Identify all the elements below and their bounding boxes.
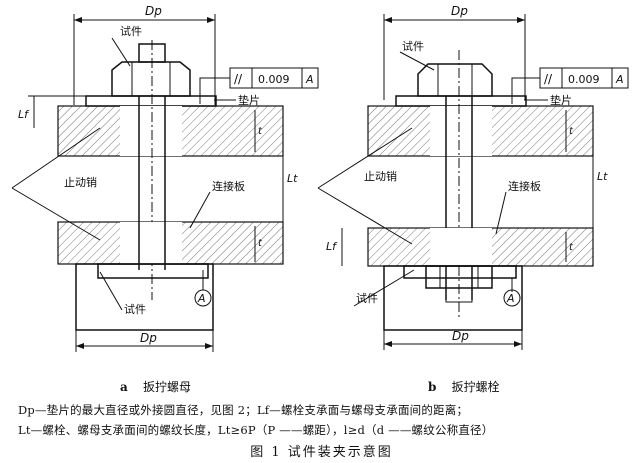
panel-b-flatness-datum: A — [615, 73, 624, 86]
legend-line-2: Lt—螺栓、螺母支承面间的螺纹长度，Lt≥6P（P ——螺距），l≥d（d ——… — [18, 423, 494, 437]
panel-a-t-top-label: t — [258, 126, 263, 137]
panel-b-caption-letter: b — [428, 380, 437, 394]
panel-b-lf-label: Lf — [326, 240, 338, 253]
figure-title: 图 1 试件装夹示意图 — [250, 445, 393, 460]
panel-b-plate-label: 连接板 — [508, 179, 541, 193]
panel-b-dp-top-label: Dp — [451, 4, 468, 18]
panel-a-dp-bottom-label: Dp — [140, 331, 157, 345]
panel-b-t-top-label: t — [569, 126, 574, 137]
panel-b-drawing: Dp t t Lt Lf — [317, 4, 629, 350]
panel-a-caption: a 扳拧螺母 — [120, 378, 191, 395]
panel-a-plate-label: 连接板 — [212, 179, 245, 193]
panel-a-drawing: Dp t t Lt Lf — [11, 4, 319, 352]
panel-a-t-bottom-label: t — [258, 238, 263, 249]
panel-b-caption-text: 扳拧螺栓 — [451, 380, 500, 394]
panel-a-caption-text: 扳拧螺母 — [143, 380, 192, 394]
panel-a-specimen-bottom-label: 试件 — [124, 303, 146, 316]
panel-b-specimen-top-label: 试件 — [402, 40, 424, 53]
panel-b-flatness-value: 0.009 — [568, 73, 600, 86]
panel-b-pin-label: 止动销 — [364, 169, 397, 183]
panel-b-washer-label: 垫片 — [550, 93, 572, 107]
panel-a-lt-label: Lt — [287, 172, 298, 185]
panel-a-washer-label: 垫片 — [238, 93, 260, 107]
panel-a-lf-label: Lf — [18, 108, 30, 121]
panel-a-caption-letter: a — [120, 380, 128, 394]
panel-b-caption: b 扳拧螺栓 — [428, 378, 500, 395]
legend-line-1: Dp—垫片的最大直径或外接圆直径，见图 2；Lf—螺栓支承面与螺母支承面间的距离… — [18, 403, 469, 417]
panel-a-flatness-datum: A — [305, 73, 314, 86]
panel-b-dp-bottom-label: Dp — [452, 329, 469, 343]
panel-a-datum-label: A — [197, 292, 206, 305]
panel-b-datum-label: A — [506, 292, 515, 305]
panel-a-flatness-value: 0.009 — [258, 73, 290, 86]
panel-a-flatness-symbol: // — [234, 72, 243, 86]
panel-b-flatness-symbol: // — [544, 72, 553, 86]
panel-b-t-bottom-label: t — [569, 242, 574, 253]
panel-a-dp-top-label: Dp — [145, 4, 162, 18]
panel-a-specimen-top-label: 试件 — [120, 25, 142, 38]
panel-b-lt-label: Lt — [597, 170, 608, 183]
panel-a-pin-label: 止动销 — [64, 175, 97, 189]
